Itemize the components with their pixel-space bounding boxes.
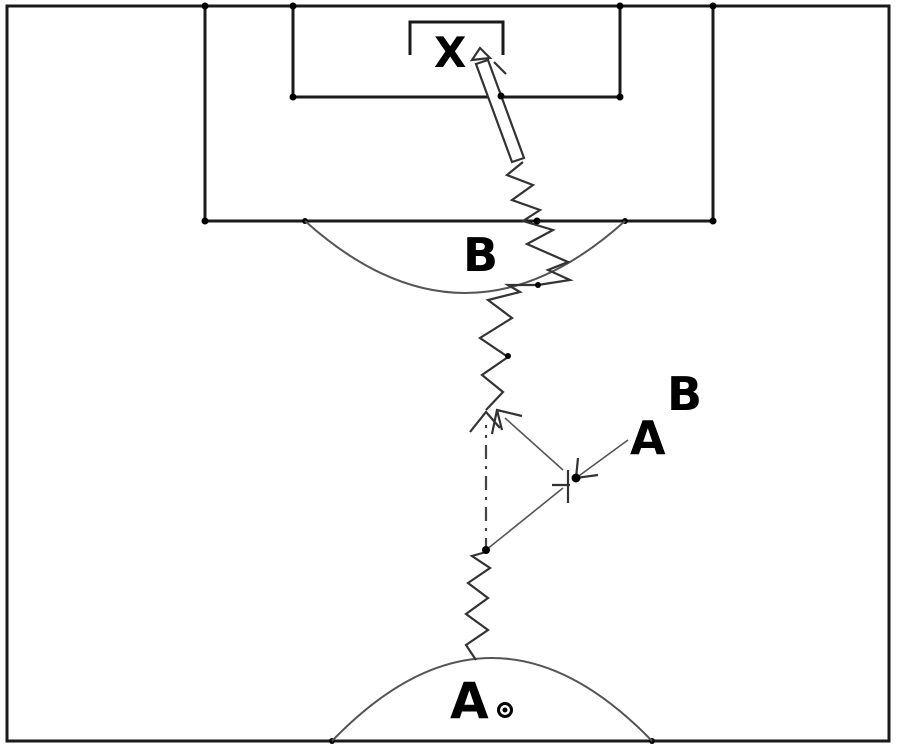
return-pass-arrowhead [490,408,523,435]
line-junction-dots [201,2,717,744]
dribble-dot [505,353,511,359]
dribble-path-upper [477,283,538,411]
receiver-dot [571,473,581,483]
pass-origin-dot [482,546,490,554]
run-arrowhead [469,410,501,433]
player-b-right-label: B [667,367,702,421]
penalty-area [203,6,715,223]
goal [408,20,505,55]
player-b-label: B [463,228,498,282]
pitch-boundary [5,4,891,743]
penalty-arc [304,220,626,294]
dribble-dot-box [533,217,541,225]
dribble-path-lower [464,550,492,661]
shot-dot [497,92,505,100]
ball-icon [497,702,513,718]
pressure-line [575,439,629,479]
dribble-dot-arc [535,282,541,288]
goal-area [291,6,622,99]
shot-path [474,58,526,164]
player-a-bottom-label: A [450,672,489,730]
pass-line-out [485,487,564,551]
dribble-path-box [504,161,574,287]
shot-arrowhead [469,46,507,75]
player-a-right-label: A [630,411,666,465]
pass-line-return [504,417,564,471]
receiver-mark [552,470,570,503]
center-circle-arc [331,657,653,742]
goal-marker-label: X [434,28,466,77]
